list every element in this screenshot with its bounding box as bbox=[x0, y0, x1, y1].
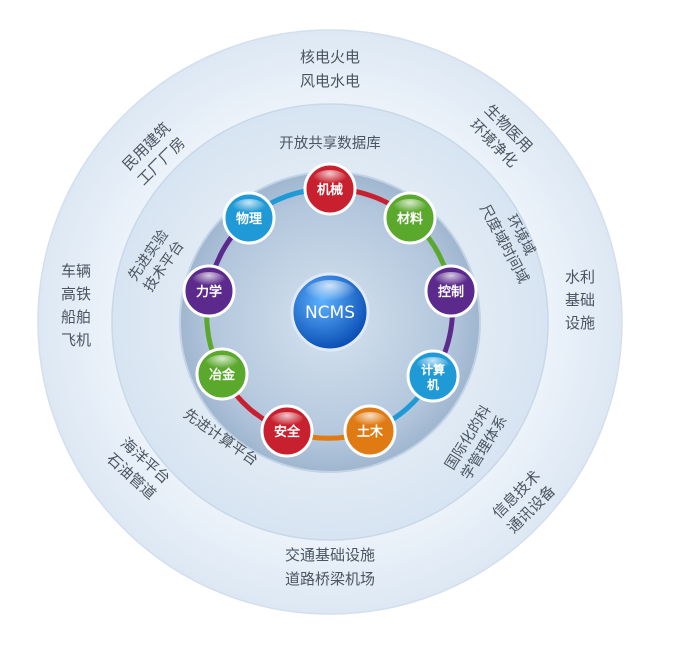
outer-label-right: 水利 基础 设施 bbox=[565, 268, 595, 332]
node-label: 冶金 bbox=[209, 367, 236, 383]
svg-text:风电水电: 风电水电 bbox=[300, 72, 360, 90]
mid-label-top: 开放共享数据库 bbox=[279, 135, 381, 152]
node-tumu[interactable]: 土木 bbox=[343, 404, 397, 458]
node-label: 物理 bbox=[236, 211, 262, 227]
svg-text:核电火电: 核电火电 bbox=[300, 48, 360, 66]
node-cailiao[interactable]: 材料 bbox=[383, 191, 437, 245]
node-label-line1: 计算 bbox=[421, 362, 445, 377]
svg-text:道路桥梁机场: 道路桥梁机场 bbox=[285, 570, 375, 588]
node-kongzhi[interactable]: 控制 bbox=[424, 264, 478, 318]
node-jisuanji[interactable]: 计算 机 bbox=[406, 349, 460, 403]
node-jixie[interactable]: 机械 bbox=[303, 162, 357, 216]
discipline-nodes: 机械 材料 控制 计算 机 土木 安全 bbox=[182, 162, 478, 458]
svg-text:水利: 水利 bbox=[565, 268, 595, 286]
node-wuli[interactable]: 物理 bbox=[222, 191, 276, 245]
node-label-line2: 机 bbox=[427, 377, 439, 392]
center-node[interactable]: NCMS bbox=[290, 272, 370, 352]
outer-label-top: 核电火电 风电水电 bbox=[300, 48, 360, 90]
svg-text:高铁: 高铁 bbox=[61, 285, 91, 303]
node-yejin[interactable]: 冶金 bbox=[195, 347, 249, 401]
node-label: 机械 bbox=[317, 182, 343, 198]
svg-text:车辆: 车辆 bbox=[61, 262, 91, 280]
node-label: 力学 bbox=[196, 284, 222, 300]
outer-label-left: 车辆 高铁 船舶 飞机 bbox=[61, 262, 91, 349]
node-label: 材料 bbox=[397, 211, 423, 227]
svg-text:飞机: 飞机 bbox=[61, 331, 91, 349]
svg-text:基础: 基础 bbox=[565, 291, 595, 309]
svg-text:设施: 设施 bbox=[565, 314, 595, 332]
node-label: 控制 bbox=[438, 284, 464, 300]
outer-label-bottom: 交通基础设施 道路桥梁机场 bbox=[285, 546, 375, 588]
svg-text:船舶: 船舶 bbox=[61, 308, 91, 326]
node-lixue[interactable]: 力学 bbox=[182, 264, 236, 318]
node-label: 土木 bbox=[357, 424, 384, 440]
svg-text:交通基础设施: 交通基础设施 bbox=[285, 546, 375, 564]
node-label: 安全 bbox=[274, 424, 301, 440]
node-anquan[interactable]: 安全 bbox=[260, 404, 314, 458]
center-label: NCMS bbox=[305, 303, 355, 323]
